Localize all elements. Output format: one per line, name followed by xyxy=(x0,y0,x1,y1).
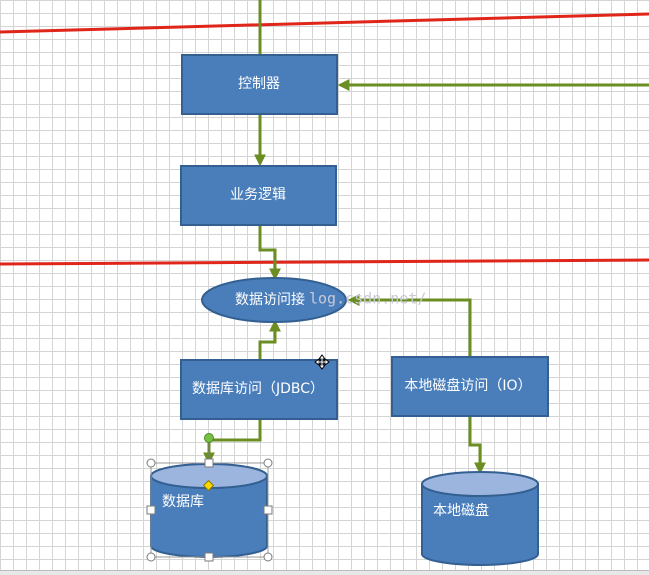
db-access-node[interactable]: 数据库访问（JDBC） xyxy=(180,359,338,420)
rotation-handle[interactable] xyxy=(204,433,214,443)
resize-handle-top-right[interactable] xyxy=(263,458,273,468)
bottom-statusbar xyxy=(0,570,649,575)
resize-handle-bottom-left[interactable] xyxy=(146,552,156,562)
layer-separator-middle xyxy=(0,258,649,266)
local-disk-node[interactable]: 本地磁盘 xyxy=(421,471,539,566)
database-label: 数据库 xyxy=(162,494,204,510)
layer-separator-top xyxy=(0,12,649,34)
local-disk-label: 本地磁盘 xyxy=(433,502,489,519)
db-access-label: 数据库访问（JDBC） xyxy=(192,381,324,397)
local-disk-access-node[interactable]: 本地磁盘访问（IO） xyxy=(391,356,549,417)
resize-handle-top[interactable] xyxy=(204,458,214,468)
resize-handle-bottom-right[interactable] xyxy=(263,552,273,562)
adjust-handle[interactable] xyxy=(202,479,215,492)
selection-frame[interactable] xyxy=(146,433,273,562)
move-cursor-icon xyxy=(314,354,330,370)
business-logic-label: 业务逻辑 xyxy=(230,187,286,203)
database-node[interactable]: 数据库 xyxy=(150,463,268,558)
resize-handle-bottom[interactable] xyxy=(204,552,214,562)
connector-io-to-local-disk[interactable] xyxy=(468,416,486,475)
connector-logic-to-interface[interactable] xyxy=(258,226,281,281)
business-logic-node[interactable]: 业务逻辑 xyxy=(180,165,337,226)
resize-handle-top-left[interactable] xyxy=(146,458,156,468)
connector-jdbc-to-interface[interactable] xyxy=(258,319,281,360)
controller-label: 控制器 xyxy=(238,76,280,92)
data-access-interface-node[interactable]: 数据访问接 xyxy=(201,277,347,323)
connector-io-to-interface[interactable] xyxy=(347,294,472,357)
data-access-interface-label: 数据访问接 xyxy=(235,291,305,308)
resize-handle-right[interactable] xyxy=(263,505,273,515)
controller-node[interactable]: 控制器 xyxy=(181,54,338,115)
connector-jdbc-to-database[interactable] xyxy=(203,420,262,465)
watermark-text: log.csdn.net/ xyxy=(309,290,426,308)
local-disk-access-label: 本地磁盘访问（IO） xyxy=(404,377,531,394)
resize-handle-left[interactable] xyxy=(146,505,156,515)
